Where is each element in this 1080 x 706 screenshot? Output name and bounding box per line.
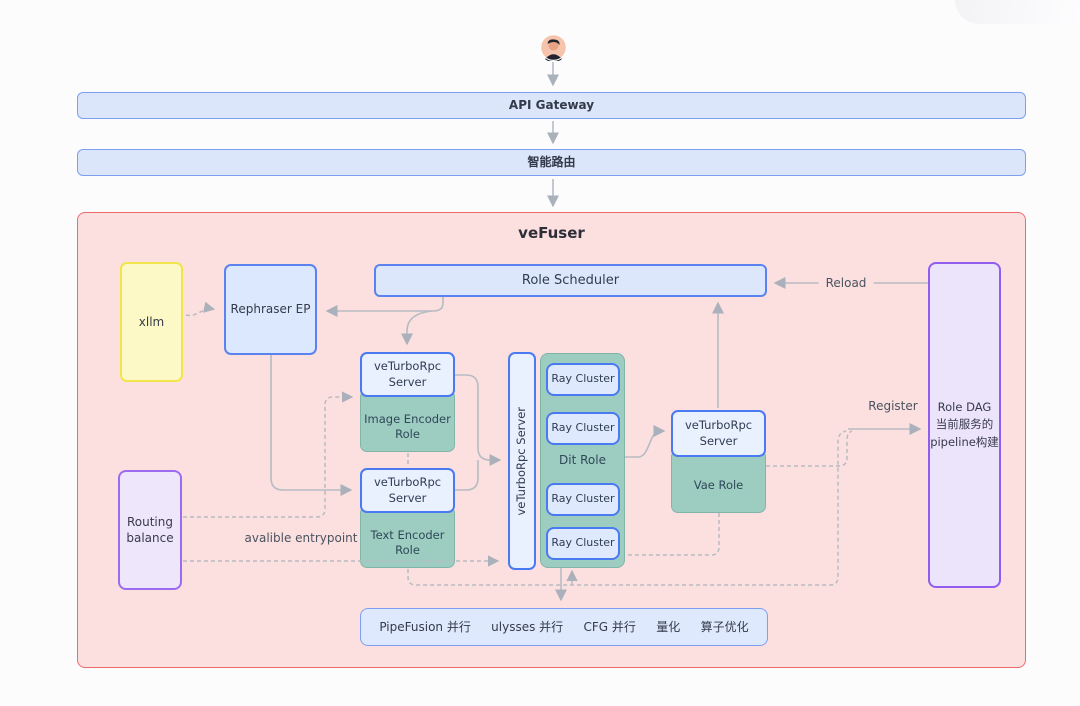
dit-server-label: veTurboRpc Server bbox=[514, 406, 529, 516]
entrypoint-label: avalible entrypoint bbox=[244, 531, 358, 545]
dit-role-label: Dit Role bbox=[559, 453, 606, 467]
reload-label: Reload bbox=[818, 276, 874, 290]
routing-balance-line1: Routing bbox=[126, 514, 173, 529]
ray-cluster-label: Ray Cluster bbox=[551, 372, 615, 386]
image-encoder-server-node: veTurboRpc Server bbox=[360, 352, 455, 397]
rephraser-ep-node: Rephraser EP bbox=[224, 264, 317, 355]
user-avatar-icon bbox=[540, 34, 567, 61]
opt-item: 量化 bbox=[656, 619, 681, 634]
role-dag-line1: Role DAG bbox=[937, 400, 992, 415]
xllm-node: xllm bbox=[120, 262, 183, 382]
smart-routing-bar: 智能路由 bbox=[77, 149, 1026, 176]
vefuser-title: veFuser bbox=[518, 224, 585, 242]
optimization-bar: PipeFusion 并行 ulysses 并行 CFG 并行 量化 算子优化 bbox=[360, 608, 768, 646]
role-scheduler-label: Role Scheduler bbox=[521, 272, 620, 288]
smart-routing-label: 智能路由 bbox=[527, 155, 576, 170]
ray-cluster-label: Ray Cluster bbox=[551, 492, 615, 506]
api-gateway-label: API Gateway bbox=[508, 98, 595, 113]
opt-item: CFG 并行 bbox=[583, 619, 636, 634]
vae-role-node: Vae Role bbox=[671, 450, 766, 513]
text-encoder-role-node: Text Encoder Role bbox=[360, 506, 455, 568]
register-label: Register bbox=[868, 399, 918, 413]
dit-server-node: veTurboRpc Server bbox=[508, 352, 536, 570]
vae-server-label: veTurboRpc Server bbox=[684, 417, 753, 448]
text-encoder-role-label: Text Encoder Role bbox=[370, 527, 445, 558]
xllm-label: xllm bbox=[138, 314, 165, 329]
image-encoder-server-label: veTurboRpc Server bbox=[373, 358, 442, 389]
routing-balance-node: Routing balance bbox=[118, 470, 182, 590]
text-encoder-server-label: veTurboRpc Server bbox=[373, 474, 442, 505]
ray-cluster-node: Ray Cluster bbox=[546, 363, 620, 396]
opt-item: 算子优化 bbox=[700, 619, 749, 634]
image-encoder-role-node: Image Encoder Role bbox=[360, 390, 455, 452]
vae-server-node: veTurboRpc Server bbox=[671, 410, 766, 457]
opt-item: ulysses 并行 bbox=[491, 619, 564, 634]
ray-cluster-node: Ray Cluster bbox=[546, 483, 620, 516]
ray-cluster-label: Ray Cluster bbox=[551, 536, 615, 550]
text-encoder-server-node: veTurboRpc Server bbox=[360, 468, 455, 513]
ray-cluster-node: Ray Cluster bbox=[546, 412, 620, 445]
top-right-overlay-blob bbox=[955, 0, 1080, 24]
routing-balance-line2: balance bbox=[126, 531, 174, 545]
role-dag-line3: pipeline构建 bbox=[930, 434, 999, 449]
role-scheduler-node: Role Scheduler bbox=[374, 264, 767, 297]
image-encoder-role-label: Image Encoder Role bbox=[364, 411, 451, 442]
ray-cluster-label: Ray Cluster bbox=[551, 421, 615, 435]
vae-role-label: Vae Role bbox=[693, 477, 744, 492]
role-dag-line2: 当前服务的 bbox=[935, 417, 994, 432]
opt-item: PipeFusion 并行 bbox=[379, 619, 471, 634]
api-gateway-bar: API Gateway bbox=[77, 92, 1026, 119]
role-dag-node: Role DAG 当前服务的 pipeline构建 bbox=[928, 262, 1001, 588]
ray-cluster-node: Ray Cluster bbox=[546, 527, 620, 560]
rephraser-ep-label: Rephraser EP bbox=[230, 302, 311, 317]
